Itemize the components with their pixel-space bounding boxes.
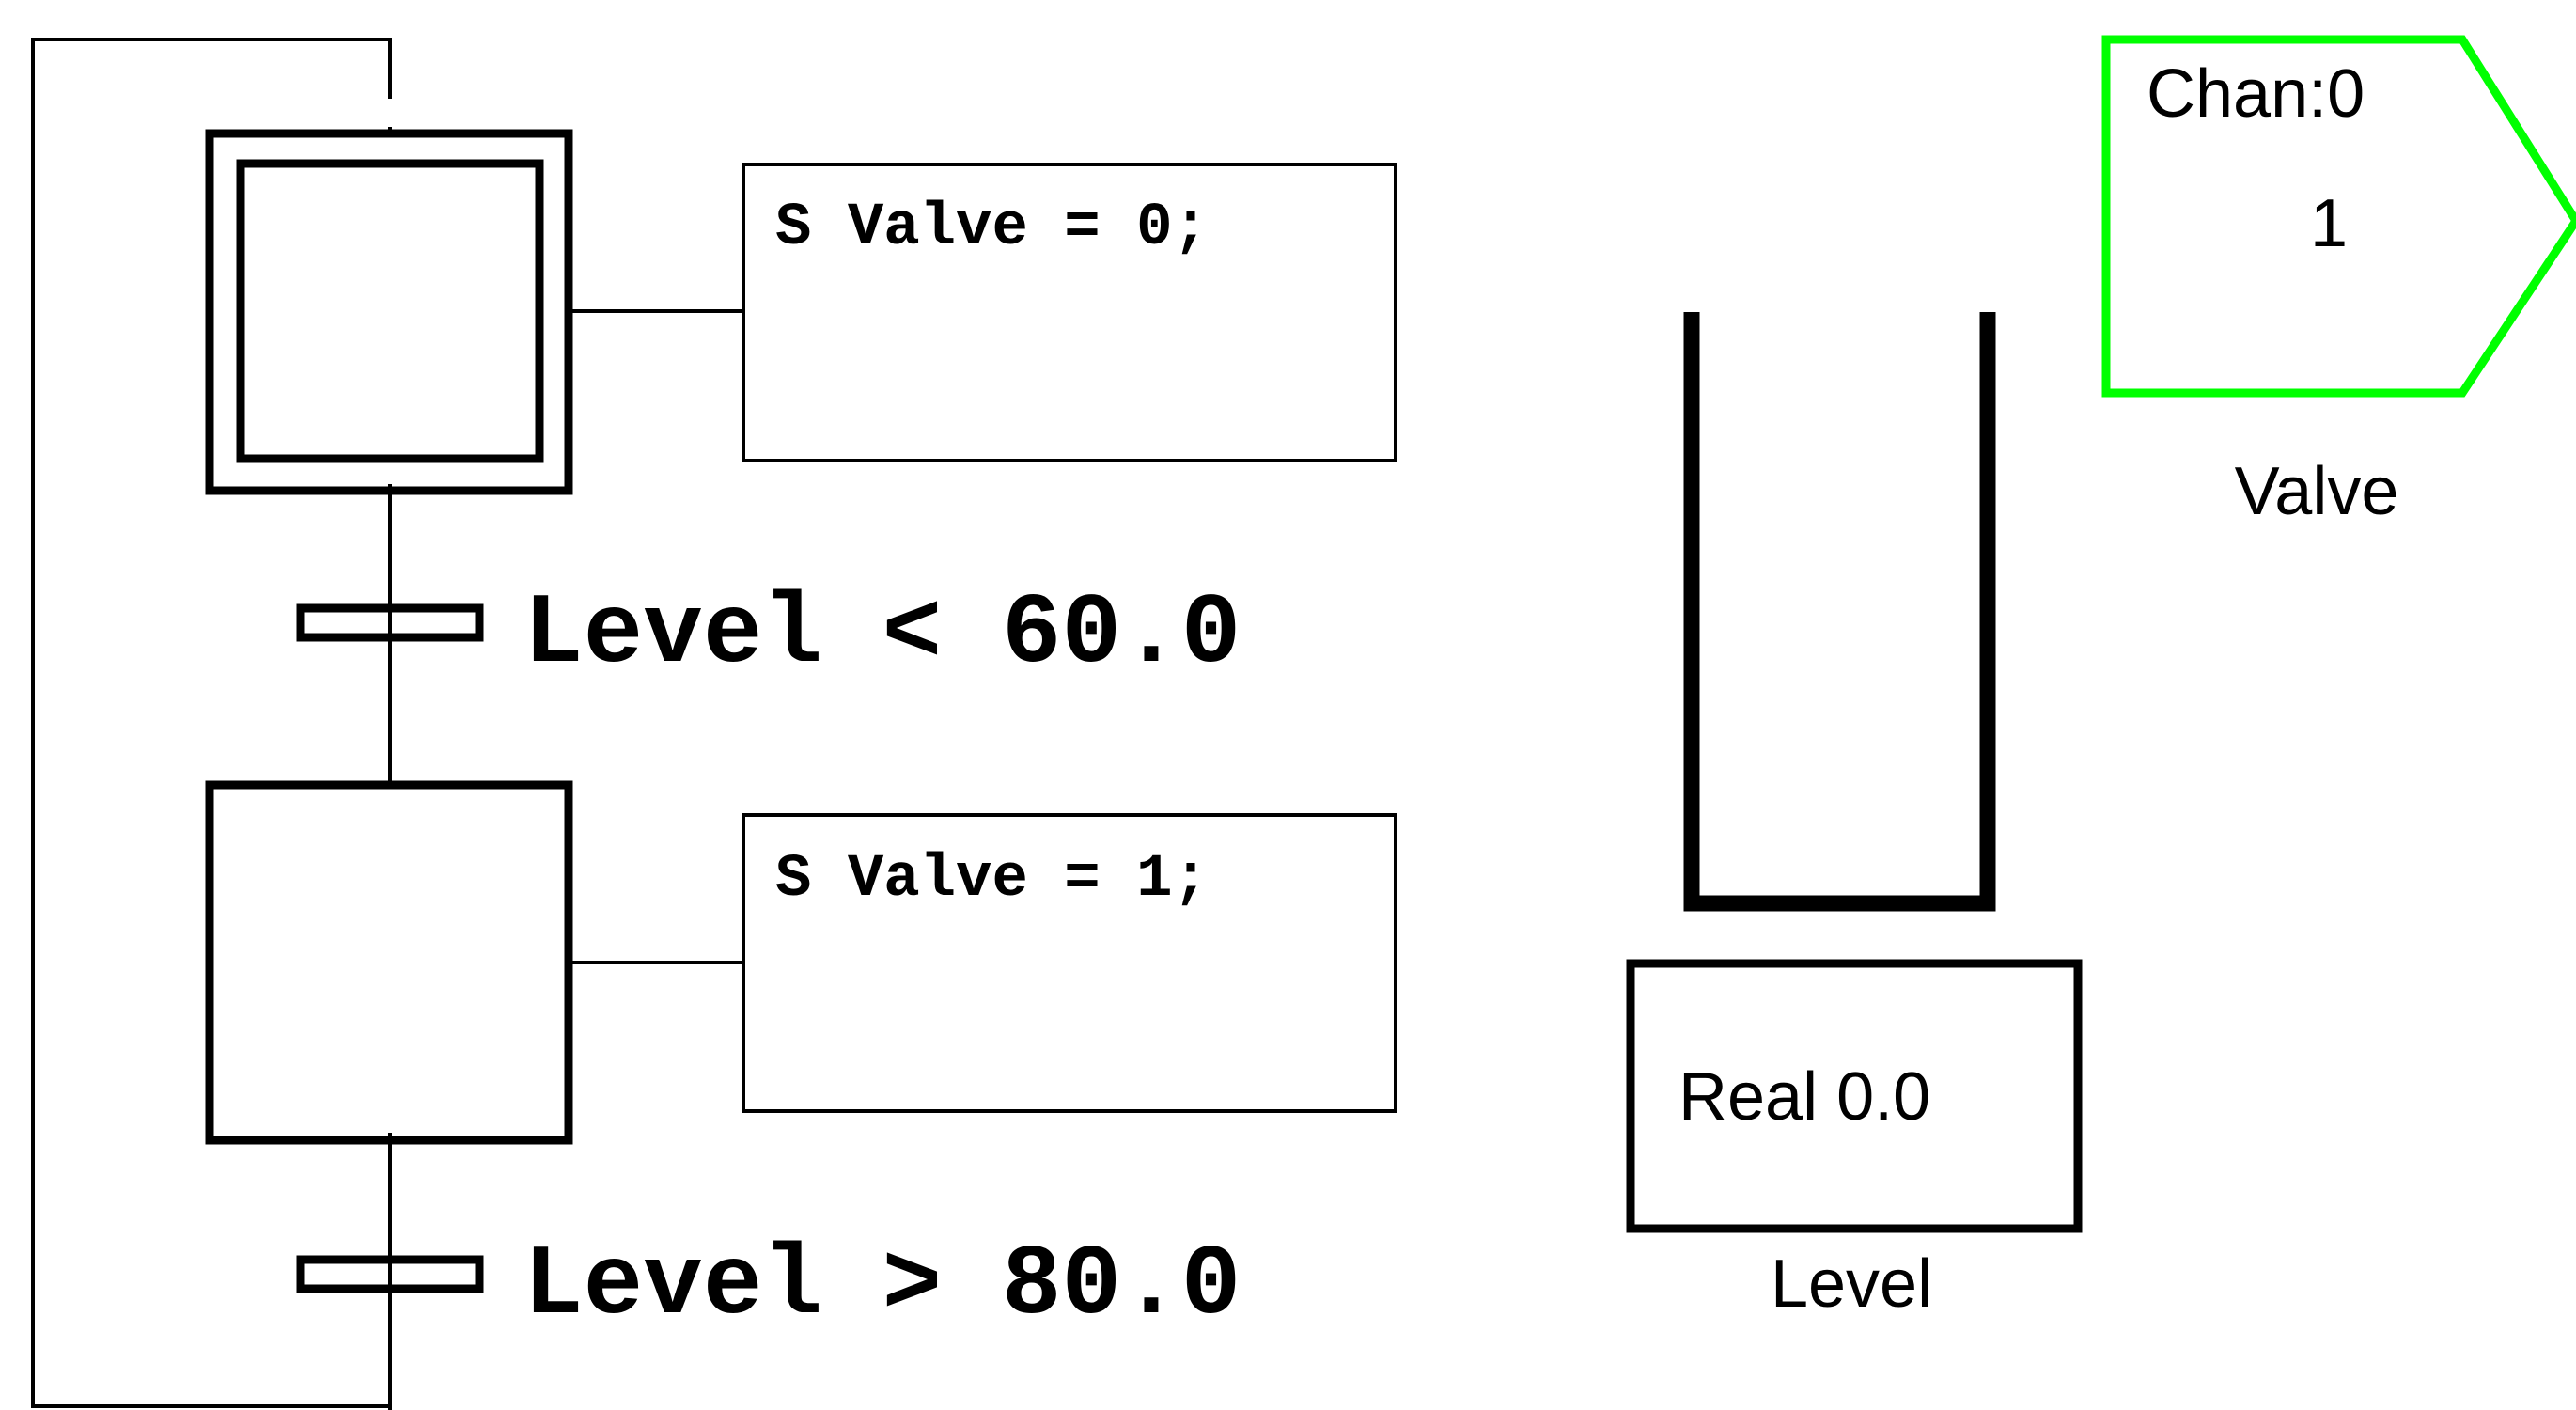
tank-graphic [1683,312,1996,912]
transition-1[interactable]: Level < 60.0 [296,578,1241,691]
level-display[interactable]: Real 0.0 [1626,959,2083,1233]
action-block-2-box [742,813,1397,1113]
valve-label: Valve [2235,454,2399,529]
action-block-2[interactable]: S Valve = 1; [742,813,1397,1113]
action-block-1-text: S Valve = 0; [775,195,1209,262]
action-block-1[interactable]: S Valve = 0; [742,163,1397,462]
initial-step-inner-box [236,159,544,463]
level-display-value: Real 0.0 [1678,1059,1930,1135]
initial-step[interactable] [205,129,573,495]
level-label: Level [1771,1246,1932,1322]
action-block-2-text: S Valve = 1; [775,846,1209,914]
transition-2-condition: Level > 80.0 [523,1230,1241,1342]
step-2-box [205,780,573,1145]
level-display-box [1626,959,2083,1233]
transition-1-condition: Level < 60.0 [523,578,1241,691]
action-block-1-box [742,163,1397,462]
valve-channel: Chan:0 [2147,56,2365,132]
valve-value: 1 [2310,186,2348,261]
valve-output-outline [2101,35,2576,398]
step-2[interactable] [205,780,573,1145]
valve-output[interactable]: Chan:0 1 [2101,35,2576,398]
transition-2[interactable]: Level > 80.0 [296,1230,1241,1342]
tank-icon [1683,312,1996,912]
